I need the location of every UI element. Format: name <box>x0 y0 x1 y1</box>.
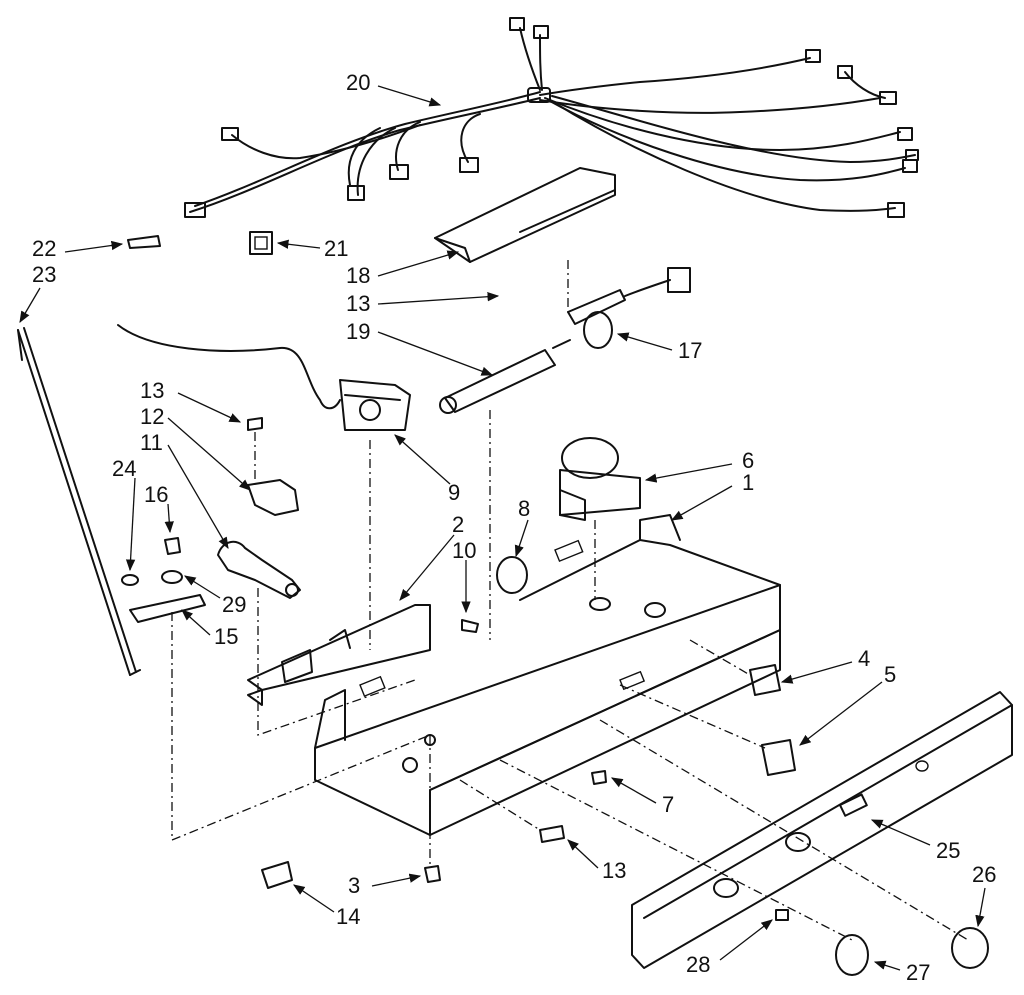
callout-labels: 20 22 23 21 18 13 19 17 13 12 11 24 16 9… <box>32 70 996 985</box>
callout-4: 4 <box>858 646 870 671</box>
bracket-17 <box>567 267 691 349</box>
callout-8: 8 <box>518 496 530 521</box>
screw-13 <box>247 417 263 431</box>
callout-9: 9 <box>448 480 460 505</box>
callout-28: 28 <box>686 952 710 977</box>
clip-22 <box>127 235 161 249</box>
sensor-19 <box>439 339 571 414</box>
screw-13c <box>539 825 565 843</box>
control-housing-1 <box>314 514 781 836</box>
washer-29 <box>161 570 183 584</box>
callout-15: 15 <box>214 624 238 649</box>
callout-13b: 13 <box>140 378 164 403</box>
callout-26: 26 <box>972 862 996 887</box>
assembly-lines <box>171 260 969 941</box>
lever-15 <box>129 594 206 623</box>
callout-7: 7 <box>662 792 674 817</box>
callout-13c: 13 <box>602 858 626 883</box>
thermostat-9 <box>117 324 411 431</box>
screw-10 <box>461 619 479 633</box>
callout-21: 21 <box>324 236 348 261</box>
screw-16 <box>164 537 181 555</box>
clip-21 <box>249 231 273 255</box>
timer-6 <box>559 437 641 521</box>
callout-10: 10 <box>452 538 476 563</box>
control-rod <box>17 329 131 676</box>
wire-harness <box>184 17 919 218</box>
callout-17: 17 <box>678 338 702 363</box>
clip-14 <box>261 861 293 889</box>
callout-13a: 13 <box>346 291 370 316</box>
callout-6: 6 <box>742 448 754 473</box>
shaft-11 <box>217 540 301 599</box>
callout-1: 1 <box>742 470 754 495</box>
screw-3 <box>424 865 441 883</box>
knob-26 <box>951 927 989 969</box>
callout-27: 27 <box>906 960 930 985</box>
leader-lines <box>19 85 986 971</box>
callout-29: 29 <box>222 592 246 617</box>
callout-2: 2 <box>452 512 464 537</box>
callout-18: 18 <box>346 263 370 288</box>
switch-4 <box>749 664 781 696</box>
washer-24 <box>121 574 139 586</box>
callout-19: 19 <box>346 319 370 344</box>
callout-11: 11 <box>140 430 163 455</box>
callout-16: 16 <box>144 482 168 507</box>
callout-24: 24 <box>112 456 136 481</box>
mounting-plate-2 <box>247 604 431 706</box>
bracket-12 <box>247 479 299 516</box>
callout-22: 22 <box>32 236 56 261</box>
callout-23: 23 <box>32 262 56 287</box>
callout-3: 3 <box>348 873 360 898</box>
control-panel-25 <box>631 691 1013 969</box>
screw-7 <box>591 770 607 785</box>
clip-28 <box>775 909 789 921</box>
callout-14: 14 <box>336 904 360 929</box>
knob-27 <box>835 934 869 976</box>
cover-18 <box>434 167 616 263</box>
grommet-8 <box>496 556 528 594</box>
callout-25: 25 <box>936 838 960 863</box>
callout-20: 20 <box>346 70 370 95</box>
switch-5 <box>761 739 796 776</box>
callout-5: 5 <box>884 662 896 687</box>
callout-12: 12 <box>140 404 164 429</box>
